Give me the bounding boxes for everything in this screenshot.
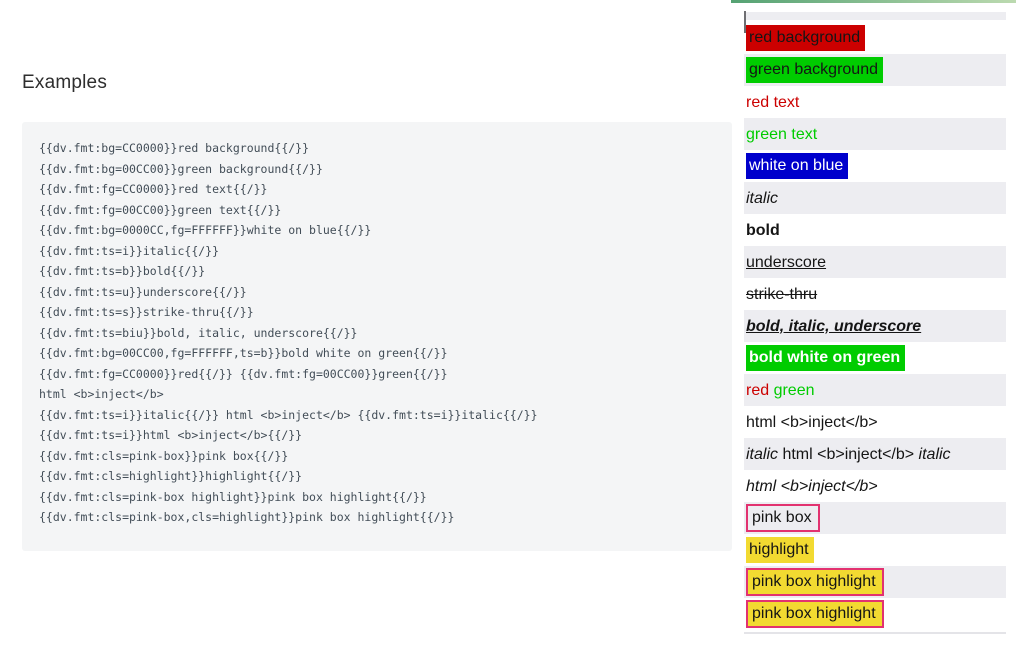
formatted-text: red text	[746, 93, 800, 111]
panel-bottom-border	[744, 632, 1006, 634]
preview-row: red text	[744, 86, 1006, 118]
formatted-text: underscore	[746, 253, 827, 271]
formatted-text: green	[773, 381, 815, 399]
preview-row: white on blue	[744, 150, 1006, 182]
formatted-text: white on blue	[746, 153, 849, 179]
formatted-text: bold white on green	[746, 345, 906, 371]
formatted-text: italic	[918, 445, 951, 463]
code-line: {{dv.fmt:cls=pink-box,cls=highlight}}pin…	[39, 510, 455, 524]
preview-row: html <b>inject</b>	[744, 406, 1006, 438]
code-line: {{dv.fmt:cls=pink-box}}pink box{{/}}	[39, 448, 289, 463]
code-line: {{dv.fmt:ts=s}}strike-thru{{/}}	[39, 305, 254, 319]
preview-row: red green	[744, 374, 1006, 406]
code-line: {{dv.fmt:ts=i}}italic{{/}}	[39, 243, 220, 258]
preview-row: strike-thru	[744, 278, 1006, 310]
code-line: {{dv.fmt:bg=00CC00}}green background{{/}…	[39, 161, 323, 176]
preview-row: pink box highlight	[744, 566, 1006, 598]
formatted-text: italic	[746, 189, 779, 207]
preview-row: green background	[744, 54, 1006, 86]
preview-row: italic html <b>inject</b> italic	[744, 438, 1006, 470]
code-line: {{dv.fmt:ts=biu}}bold, italic, underscor…	[39, 325, 358, 340]
formatted-text: red	[746, 381, 770, 399]
formatted-text: highlight	[746, 537, 814, 563]
preview-row: bold	[744, 214, 1006, 246]
formatted-text: pink box highlight	[746, 600, 884, 628]
formatted-text: html <b>inject</b>	[746, 413, 878, 431]
preview-row: html <b>inject</b>	[744, 470, 1006, 502]
preview-panel: red background green background red text gr…	[744, 8, 1006, 634]
formatted-text: bold, italic, underscore	[746, 317, 922, 335]
preview-rows-container: red background green background red text gr…	[744, 22, 1006, 630]
code-line: {{dv.fmt:fg=00CC00}}green text{{/}}	[39, 202, 282, 217]
formatted-text: pink box	[746, 504, 820, 532]
code-line: {{dv.fmt:ts=b}}bold{{/}}	[39, 264, 206, 278]
preview-row: green text	[744, 118, 1006, 150]
preview-row: bold white on green	[744, 342, 1006, 374]
examples-heading: Examples	[22, 72, 108, 93]
formatted-text: green background	[746, 57, 883, 83]
panel-scrollbar-thumb[interactable]	[744, 11, 746, 33]
preview-row: underscore	[744, 246, 1006, 278]
preview-row: pink box highlight	[744, 598, 1006, 630]
code-line: html <b>inject</b>	[39, 387, 164, 401]
formatted-text: bold	[746, 221, 780, 239]
code-line: {{dv.fmt:cls=highlight}}highlight{{/}}	[39, 469, 303, 483]
code-block: {{dv.fmt:bg=CC0000}}red background{{/}} {…	[22, 122, 732, 551]
code-line: {{dv.fmt:bg=CC0000}}red background{{/}}	[39, 141, 310, 155]
code-line: {{dv.fmt:bg=00CC00,fg=FFFFFF,ts=b}}bold …	[39, 346, 448, 360]
preview-empty-row	[744, 12, 1006, 20]
code-line: {{dv.fmt:fg=CC0000}}red{{/}} {{dv.fmt:fg…	[39, 366, 448, 381]
formatted-text: strike-thru	[746, 285, 818, 303]
preview-row: highlight	[744, 534, 1006, 566]
preview-row: pink box	[744, 502, 1006, 534]
code-line: {{dv.fmt:ts=i}}html <b>inject</b>{{/}}	[39, 428, 303, 442]
formatted-text: html <b>inject</b>	[746, 477, 878, 495]
formatted-text: pink box highlight	[746, 568, 884, 596]
formatted-text: html <b>inject</b>	[778, 445, 919, 463]
preview-row: italic	[744, 182, 1006, 214]
formatted-text: red background	[746, 25, 866, 51]
preview-row: red background	[744, 22, 1006, 54]
code-line: {{dv.fmt:ts=u}}underscore{{/}}	[39, 284, 247, 299]
formatted-text: italic	[746, 445, 779, 463]
formatted-text: green text	[746, 125, 818, 143]
panel-top-accent-bar	[731, 0, 1016, 3]
preview-row: bold, italic, underscore	[744, 310, 1006, 342]
code-line: {{dv.fmt:bg=0000CC,fg=FFFFFF}}white on b…	[39, 223, 372, 237]
code-line: {{dv.fmt:cls=pink-box highlight}}pink bo…	[39, 489, 427, 504]
code-line: {{dv.fmt:fg=CC0000}}red text{{/}}	[39, 182, 268, 196]
code-line: {{dv.fmt:ts=i}}italic{{/}} html <b>injec…	[39, 407, 538, 422]
